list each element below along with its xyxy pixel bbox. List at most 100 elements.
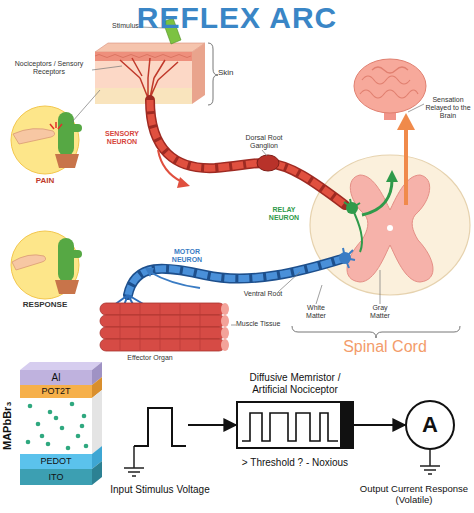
ground-symbol [420,450,440,474]
part-label: Stimulus [112,22,162,30]
myelin-segments [150,100,345,205]
pain-inset [11,106,82,174]
part-label: Skin [218,69,248,78]
ion-dot [82,414,87,419]
nerve-endings [120,58,178,98]
muscle-tissue [100,303,229,351]
pot [55,154,79,168]
dermis [95,61,192,88]
ion-dot [36,422,41,427]
epidermis [95,52,192,61]
pain-burst [50,122,62,129]
skin-bracket [208,43,218,105]
ground-symbol [124,446,144,476]
ion-dot [54,416,59,421]
fiber-end [221,315,229,327]
relay-arrow-head [386,170,398,182]
ion-dot [76,434,81,439]
pot [55,280,79,294]
hand [13,129,55,144]
brain [354,59,426,120]
motor-arrow-head [145,268,154,277]
part-label: Nociceptors / Sensory Receptors [6,60,92,76]
axon-sheath [150,100,345,205]
ion-dot [40,434,45,439]
myelin-segments [128,258,345,295]
node-graphic [132,400,188,450]
fiber-end [221,339,229,351]
axon-sheath [128,258,345,295]
ion-dot [70,402,75,407]
ion-dot [84,444,89,449]
input-source: Input Stimulus Voltage [132,400,188,450]
stack-side [92,461,102,485]
ion-dot [28,404,33,409]
layer-box: MAPbBr₃ [20,398,92,454]
fiber-end [221,327,229,339]
pulse-waveform [134,408,186,446]
muscle-fiber [100,315,225,327]
node-label: MAPbBr₃ [0,400,15,452]
ion-dot [66,446,71,451]
cactus-arm [70,124,82,132]
layer-box: ITO [20,469,92,485]
node-label: PEDOT [20,454,92,469]
signal-arrow-head [177,177,190,188]
diagram-title: REFLEX ARC [0,0,474,36]
ganglion [257,155,279,171]
neuron-label: RELAY NEURON [262,206,306,222]
muscle-fiber [100,327,225,339]
signal-arrow [354,424,405,426]
brain-folds [360,67,418,98]
memristor-bar [340,403,352,447]
ion-dot [80,424,85,429]
part-label: Gray Matter [362,304,398,320]
layer-box: POT2T [20,385,92,398]
ascending-arrow-head [397,113,415,130]
hypodermis [95,88,192,104]
cactus [58,112,74,156]
relay-dendrites [344,199,362,252]
ion-dot [60,426,65,431]
muscle-fiber [100,303,225,315]
ion-dot [48,410,53,415]
central-canal [387,225,393,231]
node-label: Input Stimulus Voltage [100,484,220,496]
response-inset [11,231,82,299]
part-label: Sensation Relayed to the Brain [424,96,472,119]
relay-soma [346,202,358,214]
section-label: Spinal Cord [320,338,450,356]
node-label: A [407,402,453,448]
node-label: POT2T [20,385,92,398]
sensory-neuron [150,100,345,205]
fiber-end [221,303,229,315]
inset-circle [11,231,79,299]
fiber-stripes [120,304,200,350]
layer-box: Al [20,370,92,385]
signal-arrow [188,424,236,426]
inset-caption: PAIN [20,177,70,186]
node-label: Al [20,370,92,385]
relay-neuron [344,170,398,252]
leader-lines [72,27,424,325]
neuron-label: SENSORY NEURON [100,130,144,146]
part-label: Muscle Tissue [236,320,286,328]
part-label: Dorsal Root Ganglion [240,134,288,150]
motor-arrow [150,272,200,288]
signal-arrow [158,150,182,182]
ion-dot [46,442,51,447]
stack-top [20,362,102,370]
part-label: Effector Organ [110,354,190,362]
relay-arrow [362,180,392,215]
node-sublabel: > Threshold ? - Noxious [230,457,360,469]
skin-ridges [95,55,191,58]
part-label: White Matter [298,304,334,320]
ion-dot [26,440,31,445]
inset-circle [11,106,79,174]
muscle-fiber [100,339,225,351]
brain-body [354,59,426,113]
white-matter [310,155,470,295]
hand [12,255,46,270]
stack-side [92,390,102,454]
